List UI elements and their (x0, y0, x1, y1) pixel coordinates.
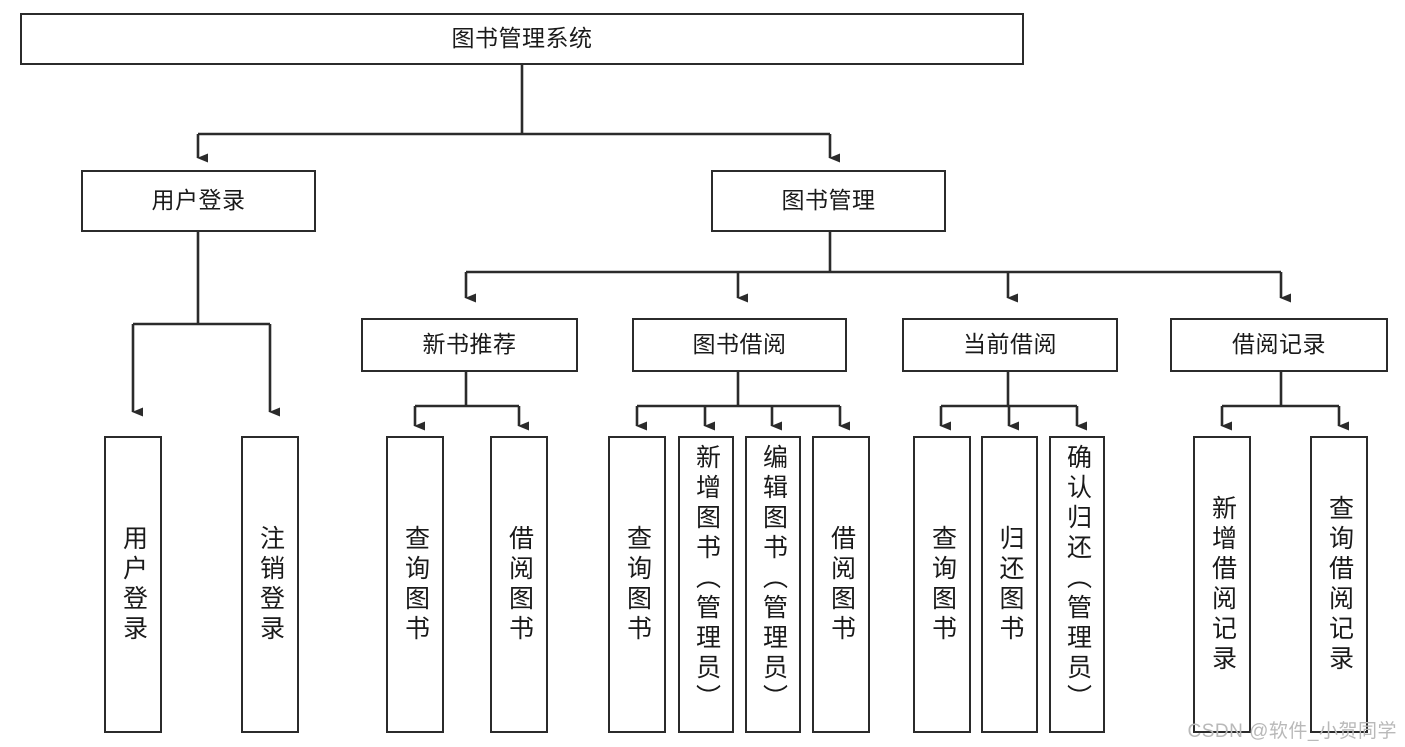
node-root-system-label: 图书管理系统 (451, 25, 593, 52)
node-current-borrow-label: 当前借阅 (963, 331, 1057, 358)
node-user-login[interactable]: 用户登录 (81, 170, 316, 232)
node-leaf-add-book-label: 新增图书（管理员） (692, 444, 721, 714)
node-leaf-confirm-return[interactable]: 确认归还（管理员） (1049, 436, 1105, 733)
node-leaf-user-login-label: 用户登录 (119, 524, 148, 645)
node-book-borrow-label: 图书借阅 (692, 331, 787, 358)
node-borrow-record-label: 借阅记录 (1232, 331, 1326, 358)
node-leaf-borrow-book-1[interactable]: 借阅图书 (490, 436, 548, 733)
node-leaf-confirm-return-label: 确认归还（管理员） (1063, 444, 1092, 714)
node-borrow-record[interactable]: 借阅记录 (1170, 318, 1388, 372)
node-leaf-query-record[interactable]: 查询借阅记录 (1310, 436, 1368, 733)
node-leaf-borrow-book-2[interactable]: 借阅图书 (812, 436, 870, 733)
node-leaf-borrow-book-2-label: 借阅图书 (827, 524, 856, 645)
node-leaf-query-book-3[interactable]: 查询图书 (913, 436, 971, 733)
node-leaf-query-book-2-label: 查询图书 (623, 524, 652, 645)
node-current-borrow[interactable]: 当前借阅 (902, 318, 1118, 372)
node-leaf-edit-book-label: 编辑图书（管理员） (759, 444, 788, 714)
node-leaf-logout-login[interactable]: 注销登录 (241, 436, 299, 733)
node-root-system[interactable]: 图书管理系统 (20, 13, 1024, 65)
node-new-book-recommend-label: 新书推荐 (422, 331, 517, 358)
node-leaf-query-book-1-label: 查询图书 (401, 524, 430, 645)
node-leaf-add-record-label: 新增借阅记录 (1208, 494, 1237, 675)
node-leaf-add-book[interactable]: 新增图书（管理员） (678, 436, 734, 733)
node-book-borrow[interactable]: 图书借阅 (632, 318, 847, 372)
node-book-management-label: 图书管理 (781, 187, 876, 214)
node-leaf-query-book-3-label: 查询图书 (928, 524, 957, 645)
node-leaf-edit-book[interactable]: 编辑图书（管理员） (745, 436, 801, 733)
node-new-book-recommend[interactable]: 新书推荐 (361, 318, 578, 372)
node-user-login-label: 用户登录 (151, 187, 246, 214)
node-leaf-user-login[interactable]: 用户登录 (104, 436, 162, 733)
node-leaf-add-record[interactable]: 新增借阅记录 (1193, 436, 1251, 733)
node-leaf-query-record-label: 查询借阅记录 (1325, 494, 1354, 675)
node-leaf-return-book[interactable]: 归还图书 (981, 436, 1038, 733)
node-leaf-query-book-1[interactable]: 查询图书 (386, 436, 444, 733)
node-leaf-query-book-2[interactable]: 查询图书 (608, 436, 666, 733)
node-leaf-borrow-book-1-label: 借阅图书 (505, 524, 534, 645)
node-book-management[interactable]: 图书管理 (711, 170, 946, 232)
node-leaf-return-book-label: 归还图书 (996, 524, 1024, 645)
node-leaf-logout-login-label: 注销登录 (256, 524, 285, 645)
